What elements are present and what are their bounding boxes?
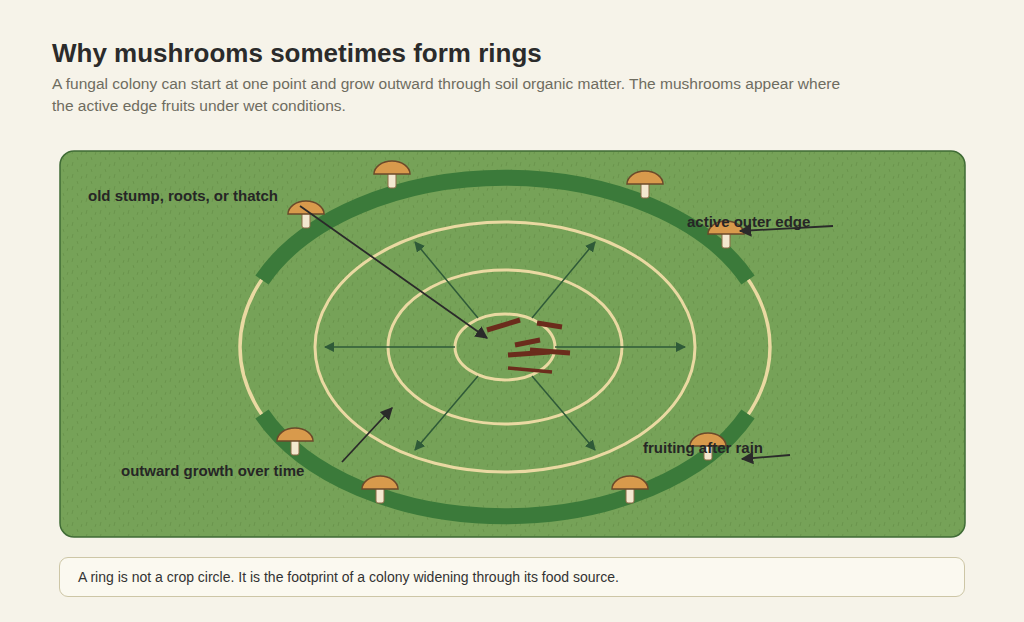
active-edge-band [262,178,748,280]
mushroom-cap [277,428,313,441]
callout-label: old stump, roots, or thatch [88,187,278,204]
stump-debris [487,320,570,372]
caption-text: A ring is not a crop circle. It is the f… [60,569,637,585]
growth-arrows [325,242,685,450]
active-edge-band [262,414,748,516]
mushroom-cap [374,161,410,174]
subtitle: A fungal colony can start at one point a… [52,73,842,117]
callout-label: active outer edge [687,213,810,230]
callout-label: fruiting after rain [643,439,763,456]
mushroom-cap [612,476,648,489]
callout-label: outward growth over time [121,462,304,479]
mushroom-cap [627,171,663,184]
mushroom-cap [288,201,324,214]
middle-ring [315,222,695,472]
grass-texture [61,152,964,536]
leader-lines [300,206,833,462]
mushroom-cap [362,476,398,489]
diagram-title: Why mushrooms sometimes form rings [52,38,542,69]
caption-box: A ring is not a crop circle. It is the f… [59,557,965,597]
lawn-panel [60,151,965,537]
